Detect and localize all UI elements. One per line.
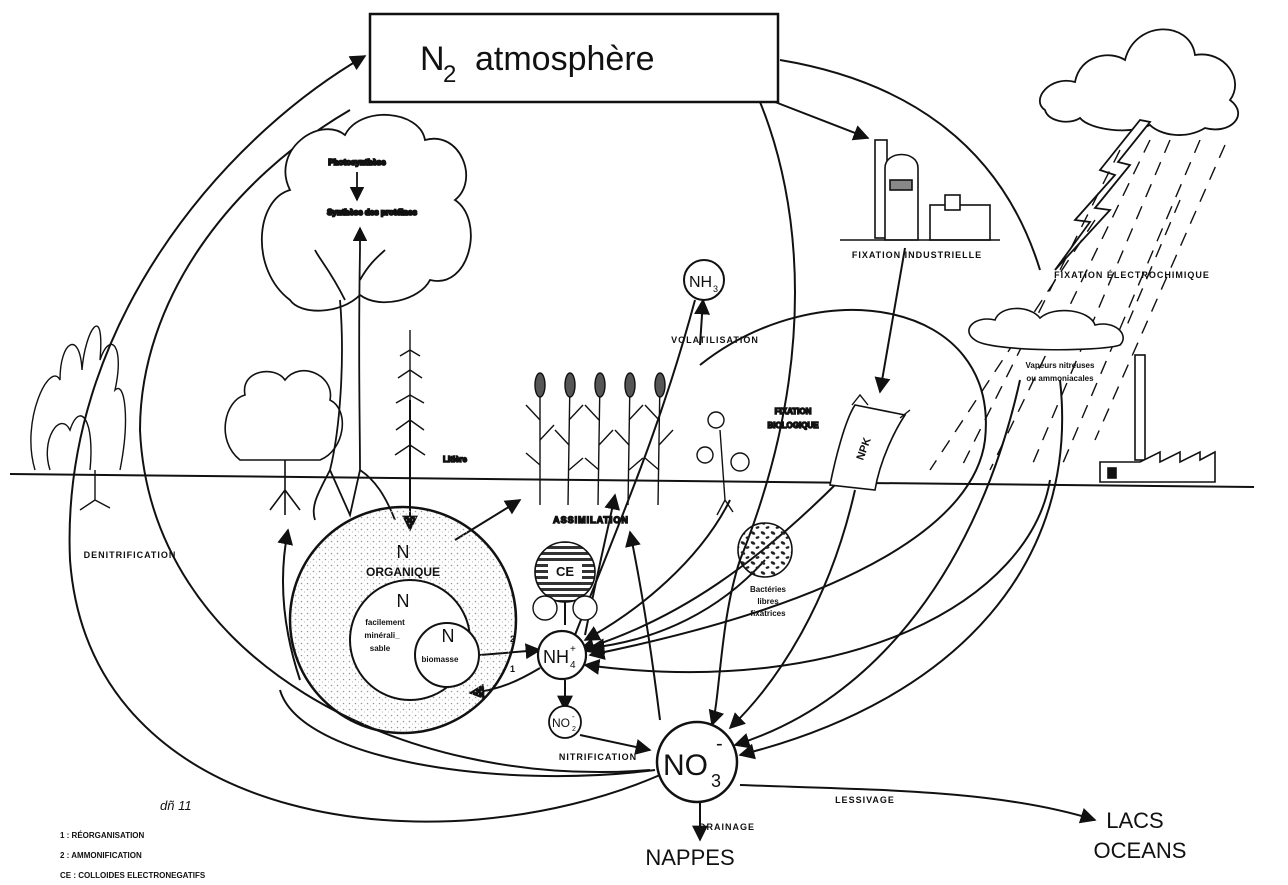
mineralisable-label-1: facilement xyxy=(365,618,405,627)
author-signature: dñ 11 xyxy=(160,798,192,813)
denitrification-arrow xyxy=(68,55,661,823)
ground-line xyxy=(9,473,1255,488)
nh4-symbol: NH xyxy=(543,647,569,667)
mineralisable-label-3: sable xyxy=(370,644,391,653)
factory-illustration: Vapeurs nitreuses ou ammoniacales xyxy=(968,307,1216,483)
no3-symbol: NO xyxy=(663,749,708,782)
nitrification-label: NITRIFICATION xyxy=(559,752,637,762)
nh3-symbol: NH xyxy=(689,274,712,291)
assimilation-label: ASSIMILATION xyxy=(553,515,629,525)
bacteries-label-1: Bactéries xyxy=(750,585,787,594)
no3-subscript: 3 xyxy=(711,771,721,791)
n-mineralisable-symbol: N xyxy=(397,591,410,611)
tree-illustration: Photosynthèse Synthèse des protéines xyxy=(260,114,472,521)
no2-subscript: 2 xyxy=(572,726,576,733)
litter-plant: Litière xyxy=(394,330,468,470)
n2-atmosphere-box: N 2 atmosphère xyxy=(368,12,780,104)
nh4-superscript: + xyxy=(570,644,576,655)
n-biomasse-symbol: N xyxy=(442,626,455,646)
industrial-plant: FIXATION INDUSTRIELLE xyxy=(840,139,1000,260)
legume-plant: FIXATION BIOLOGIQUE xyxy=(696,406,820,516)
legend-line-1: 1 : RÉORGANISATION xyxy=(60,831,145,840)
mineralisable-label-2: minérali_ xyxy=(364,631,400,640)
lacs-label: LACS xyxy=(1106,808,1163,833)
volatilisation-label: VOLATILISATION xyxy=(671,335,759,345)
photosynthese-label: Photosynthèse xyxy=(328,158,386,167)
n-organique-symbol: N xyxy=(397,542,410,562)
legend-line-3: CE : COLLOIDES ELECTRONEGATIFS xyxy=(60,871,206,880)
shrub-illustration xyxy=(224,369,344,515)
denitrification-label: DENITRIFICATION xyxy=(84,550,177,560)
legend: dñ 11 1 : RÉORGANISATION 2 : AMMONIFICAT… xyxy=(60,798,206,880)
no2-superscript: - xyxy=(572,712,575,721)
burning-plants xyxy=(30,325,127,511)
colloid-ce: CE xyxy=(532,541,598,621)
litiere-label: Litière xyxy=(443,455,468,464)
to-industry-arrow xyxy=(774,101,870,141)
fixation-biologique-label-1: FIXATION xyxy=(775,407,812,416)
fixation-biologique-label-2: BIOLOGIQUE xyxy=(767,421,819,430)
drainage-label: DRAINAGE xyxy=(699,822,755,832)
organic-nitrogen-pools: N ORGANIQUE N facilement minérali_ sable… xyxy=(288,505,518,735)
free-bacteria: Bactéries libres fixatrices xyxy=(737,522,793,618)
process-1-label: 1 xyxy=(510,664,516,674)
atmosphere-label: atmosphère xyxy=(475,40,655,78)
legend-line-2: 2 : AMMONIFICATION xyxy=(60,851,142,860)
nappes-label: NAPPES xyxy=(645,845,734,870)
fixation-industrielle-label: FIXATION INDUSTRIELLE xyxy=(852,250,982,260)
process-2-label: 2 xyxy=(510,634,516,644)
ce-label: CE xyxy=(556,564,574,579)
no2-symbol: NO xyxy=(552,716,570,730)
lightning-icon xyxy=(1054,119,1152,271)
no3-superscript: - xyxy=(716,733,723,755)
synthese-proteines-label: Synthèse des protéines xyxy=(327,208,417,217)
n2-subscript: 2 xyxy=(443,61,456,88)
storm-cloud xyxy=(1038,28,1239,271)
cycle-arrows xyxy=(68,55,1097,842)
no3-node: NO 3 - xyxy=(655,720,739,804)
lessivage-label: LESSIVAGE xyxy=(835,795,895,805)
biomasse-label: biomasse xyxy=(422,655,459,664)
crop-illustration: ASSIMILATION xyxy=(525,372,674,526)
nh3-subscript: 3 xyxy=(713,284,718,294)
rain-lines xyxy=(929,139,1226,471)
oceans-label: OCEANS xyxy=(1094,838,1187,863)
nh4-node: NH 4 + 2 1 xyxy=(510,629,588,681)
lessivage-arrow xyxy=(739,784,1097,824)
bacteries-label-3: fixatrices xyxy=(750,609,786,618)
vapeurs-label-1: Vapeurs nitreuses xyxy=(1026,361,1095,370)
vapeurs-label-2: ou ammoniacales xyxy=(1026,374,1094,383)
n-organique-label: ORGANIQUE xyxy=(366,565,440,579)
bacteries-label-2: libres xyxy=(757,597,779,606)
fixation-electrochimique-label: FIXATION ÉLECTROCHIMIQUE xyxy=(1054,270,1210,280)
nh4-subscript: 4 xyxy=(570,660,576,671)
no2-node: NO 2 - NITRIFICATION xyxy=(548,705,637,762)
fertilizer-bag: NPK xyxy=(829,393,911,491)
n2-symbol: N xyxy=(420,40,445,78)
nh3-node: NH 3 VOLATILISATION xyxy=(671,259,759,345)
